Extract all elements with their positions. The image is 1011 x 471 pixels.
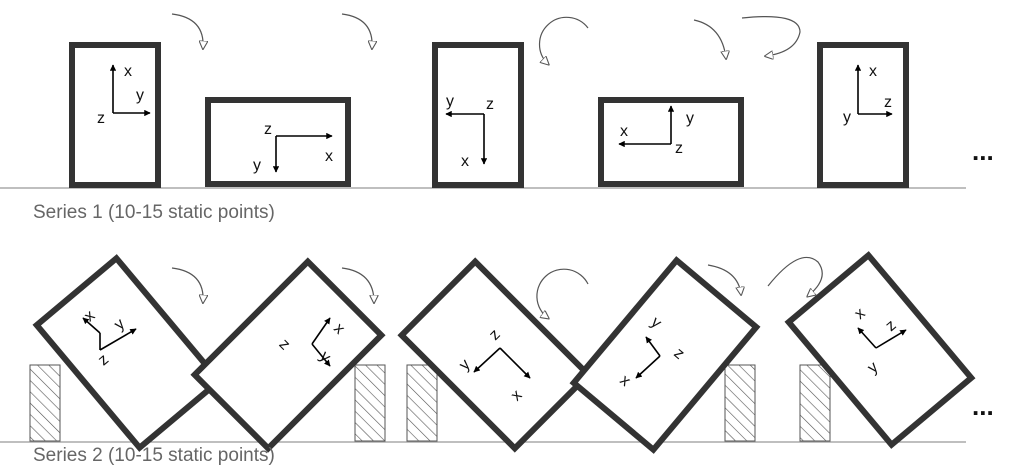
rotate-arrow-icon bbox=[341, 13, 372, 48]
rotation-arrows-2 bbox=[171, 256, 823, 318]
axis-label: x bbox=[461, 153, 469, 170]
axis-label: y bbox=[446, 93, 454, 110]
continuation-ellipsis: ... bbox=[972, 136, 994, 166]
pose-box: x y z bbox=[69, 42, 161, 188]
axis-label: z bbox=[264, 121, 272, 138]
pose-box: y x z bbox=[598, 97, 744, 187]
pose-box: z x y bbox=[205, 97, 351, 187]
axis-label: y bbox=[843, 109, 851, 126]
rotation-arrows-1 bbox=[171, 13, 801, 64]
pose-box bbox=[784, 251, 976, 449]
rotate-arrow-icon bbox=[741, 16, 801, 56]
support-block bbox=[354, 364, 386, 442]
pose-box bbox=[190, 257, 386, 453]
rotate-arrow-icon bbox=[767, 256, 823, 296]
axis-label: z bbox=[884, 94, 892, 111]
supports bbox=[29, 364, 831, 442]
pose-box bbox=[32, 254, 224, 452]
pose-box bbox=[569, 256, 761, 454]
axis-label: y bbox=[253, 157, 261, 174]
pose-box: x z y bbox=[817, 42, 909, 188]
support-block bbox=[29, 364, 61, 442]
axis-label: x bbox=[124, 63, 132, 80]
support-block bbox=[406, 364, 438, 442]
support-block bbox=[799, 364, 831, 442]
axis-label: y bbox=[136, 87, 144, 104]
rotate-arrow-icon bbox=[341, 267, 374, 302]
rotate-circle-arrow-icon bbox=[536, 268, 589, 318]
pose-box bbox=[397, 257, 593, 453]
series-caption: Series 2 (10-15 static points) bbox=[33, 445, 275, 466]
rotate-arrow-icon bbox=[171, 13, 203, 48]
rotate-arrow-icon bbox=[707, 264, 741, 294]
axis-label: x bbox=[325, 148, 333, 165]
support-block bbox=[724, 364, 756, 442]
axis-label: z bbox=[675, 140, 683, 157]
axis-label: x bbox=[869, 63, 877, 80]
rotate-circle-arrow-icon bbox=[538, 16, 589, 64]
continuation-ellipsis: ... bbox=[972, 391, 994, 421]
axis-label: y bbox=[686, 110, 694, 127]
rotate-arrow-icon bbox=[693, 19, 726, 58]
axis-label: x bbox=[620, 123, 628, 140]
series-1: x y z z x y y z x bbox=[0, 13, 994, 189]
axis-label: z bbox=[486, 96, 494, 113]
axis-label: z bbox=[97, 110, 105, 127]
rotate-arrow-icon bbox=[171, 267, 203, 302]
pose-box: y z x bbox=[432, 42, 524, 188]
series-caption: Series 1 (10-15 static points) bbox=[33, 202, 275, 223]
series-2: x y z x z y z y x y bbox=[0, 251, 994, 454]
